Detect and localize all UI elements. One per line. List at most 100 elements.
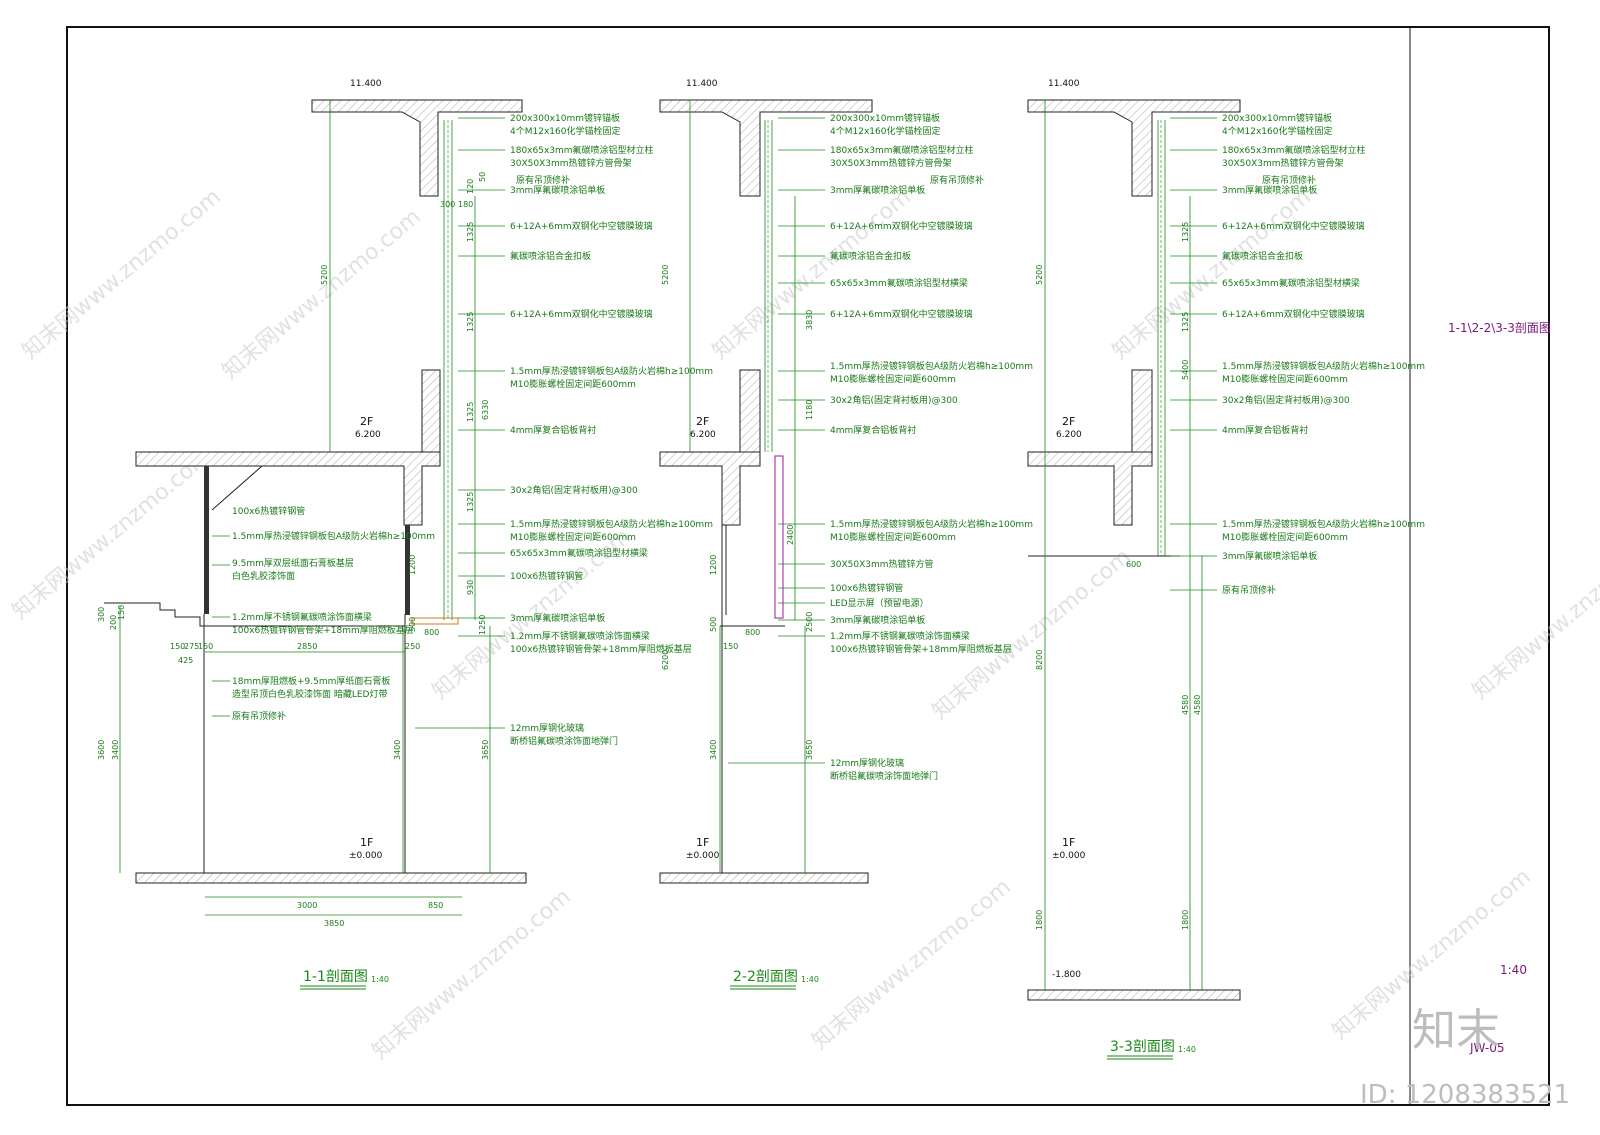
svg-text:3mm厚氟碳喷涂铝单板: 3mm厚氟碳喷涂铝单板 [830,184,925,196]
section-1-title: 1-1剖面图 [303,969,368,985]
svg-text:200x300x10mm镀锌锚板: 200x300x10mm镀锌锚板 [830,112,940,124]
svg-text:氟碳喷涂铝合金扣板: 氟碳喷涂铝合金扣板 [830,250,911,262]
svg-text:65x65x3mm氟碳喷涂铝型材横梁: 65x65x3mm氟碳喷涂铝型材横梁 [510,547,648,559]
level-top: 11.400 [350,79,382,89]
svg-text:4个M12x160化学锚栓固定: 4个M12x160化学锚栓固定 [510,125,620,137]
svg-text:6.200: 6.200 [690,430,716,440]
svg-text:150: 150 [170,642,185,651]
note: 200x300x10mm镀锌锚板 [510,112,620,124]
text-layer: 11.400 2F 6.200 1F ±0.000 11.400 2F 6.20… [97,79,1570,1110]
svg-text:1325: 1325 [1181,312,1190,332]
svg-text:180: 180 [458,200,473,209]
svg-text:2500: 2500 [805,612,814,632]
svg-text:知末网www.znzmo.com: 知末网www.znzmo.com [1468,524,1600,704]
svg-text:3400: 3400 [111,740,120,760]
svg-text:6+12A+6mm双钢化中空镀膜玻璃: 6+12A+6mm双钢化中空镀膜玻璃 [1222,308,1365,320]
svg-text:1325: 1325 [466,402,475,422]
svg-text:1F: 1F [696,836,709,849]
svg-text:知末网www.znzmo.com: 知末网www.znzmo.com [8,444,216,624]
svg-text:300: 300 [440,200,455,209]
svg-text:1:40: 1:40 [801,975,819,984]
svg-text:200: 200 [109,615,118,630]
svg-text:3mm厚氟碳喷涂铝单板: 3mm厚氟碳喷涂铝单板 [1222,184,1317,196]
svg-text:11.400: 11.400 [1048,79,1080,89]
svg-text:30x2角铝(固定背衬板用)@300: 30x2角铝(固定背衬板用)@300 [830,394,958,406]
svg-text:M10膨胀螺栓固定间距600mm: M10膨胀螺栓固定间距600mm [830,373,956,385]
svg-text:知末网www.znzmo.com: 知末网www.znzmo.com [368,884,576,1064]
svg-text:1200: 1200 [709,555,718,575]
svg-text:800: 800 [745,628,760,637]
svg-text:200x300x10mm镀锌锚板: 200x300x10mm镀锌锚板 [1222,112,1332,124]
svg-text:知末网www.znzmo.com: 知末网www.znzmo.com [708,184,916,364]
image-id-watermark: ID: 1208383521 [1360,1080,1570,1110]
section-2-2 [659,99,873,884]
svg-text:1.5mm厚热浸镀锌钢板包A级防火岩棉h≥100mm: 1.5mm厚热浸镀锌钢板包A级防火岩棉h≥100mm [1222,360,1425,372]
svg-text:50: 50 [478,172,487,182]
svg-text:150: 150 [198,642,213,651]
level-2f-label: 2F [360,415,373,428]
svg-text:1.2mm厚不锈钢氟碳喷涂饰面横梁: 1.2mm厚不锈钢氟碳喷涂饰面横梁 [830,630,970,642]
steel-post [204,466,209,614]
svg-text:知末网www.znzmo.com: 知末网www.znzmo.com [808,874,1016,1054]
svg-text:氟碳喷涂铝合金扣板: 氟碳喷涂铝合金扣板 [510,250,591,262]
1f-slab [135,872,527,884]
svg-text:30X50X3mm热镀锌方管骨架: 30X50X3mm热镀锌方管骨架 [510,157,632,169]
svg-text:100x6热镀锌钢管骨架+18mm厚阻燃板基层: 100x6热镀锌钢管骨架+18mm厚阻燃板基层 [510,643,692,655]
svg-text:5200: 5200 [1035,265,1044,285]
svg-text:4mm厚复合铝板背衬: 4mm厚复合铝板背衬 [510,424,596,436]
svg-text:2850: 2850 [297,642,317,651]
svg-text:原有吊顶修补: 原有吊顶修补 [1262,174,1316,186]
svg-text:氟碳喷涂铝合金扣板: 氟碳喷涂铝合金扣板 [1222,250,1303,262]
svg-text:4580: 4580 [1181,695,1190,715]
svg-text:8200: 8200 [1035,650,1044,670]
svg-text:1.5mm厚热浸镀锌钢板包A级防火岩棉h≥100mm: 1.5mm厚热浸镀锌钢板包A级防火岩棉h≥100mm [1222,518,1425,530]
outer-frame [66,26,1550,1106]
svg-text:1.5mm厚热浸镀锌钢板包A级防火岩棉h≥100mm: 1.5mm厚热浸镀锌钢板包A级防火岩棉h≥100mm [510,365,713,377]
svg-text:500: 500 [408,617,417,632]
svg-text:850: 850 [428,901,443,910]
svg-text:1325: 1325 [1181,222,1190,242]
drawing-number: JW-05 [1469,1041,1505,1055]
svg-text:1325: 1325 [466,222,475,242]
svg-text:6.200: 6.200 [1056,430,1082,440]
section-3-3 [1027,99,1241,1001]
svg-text:1.5mm厚热浸镀锌钢板包A级防火岩棉h≥100mm: 1.5mm厚热浸镀锌钢板包A级防火岩棉h≥100mm [510,518,713,530]
svg-text:150: 150 [117,605,126,620]
svg-text:30X50X3mm热镀锌方管: 30X50X3mm热镀锌方管 [830,558,934,570]
svg-text:3600: 3600 [97,740,106,760]
svg-text:3mm厚氟碳喷涂铝单板: 3mm厚氟碳喷涂铝单板 [1222,550,1317,562]
svg-text:180x65x3mm氟碳喷涂铝型材立柱: 180x65x3mm氟碳喷涂铝型材立柱 [830,144,974,156]
svg-text:1800: 1800 [1181,910,1190,930]
svg-text:4mm厚复合铝板背衬: 4mm厚复合铝板背衬 [1222,424,1308,436]
svg-text:6200: 6200 [661,650,670,670]
svg-text:造型吊顶白色乳胶漆饰面 暗藏LED灯带: 造型吊顶白色乳胶漆饰面 暗藏LED灯带 [232,688,388,700]
svg-text:6+12A+6mm双钢化中空镀膜玻璃: 6+12A+6mm双钢化中空镀膜玻璃 [510,308,653,320]
svg-text:3850: 3850 [324,919,344,928]
svg-text:250: 250 [405,642,420,651]
svg-text:11.400: 11.400 [686,79,718,89]
level-basement: -1.800 [1052,970,1081,980]
svg-text:5200: 5200 [320,265,329,285]
2f-slab [135,451,441,526]
section-2-title: 2-2剖面图 [733,969,798,985]
svg-text:65x65x3mm氟碳喷涂铝型材横梁: 65x65x3mm氟碳喷涂铝型材横梁 [830,277,968,289]
svg-text:±0.000: ±0.000 [1052,851,1086,861]
svg-text:425: 425 [178,656,193,665]
svg-text:3mm厚氟碳喷涂铝单板: 3mm厚氟碳喷涂铝单板 [510,612,605,624]
svg-text:M10膨胀螺栓固定间距600mm: M10膨胀螺栓固定间距600mm [510,531,636,543]
svg-text:300: 300 [97,607,106,622]
svg-text:3mm厚氟碳喷涂铝单板: 3mm厚氟碳喷涂铝单板 [830,614,925,626]
svg-text:100x6热镀锌钢管: 100x6热镀锌钢管 [232,505,305,517]
svg-text:1.2mm厚不锈钢氟碳喷涂饰面横梁: 1.2mm厚不锈钢氟碳喷涂饰面横梁 [510,630,650,642]
svg-text:2F: 2F [1062,415,1075,428]
svg-text:原有吊顶修补: 原有吊顶修补 [930,174,984,186]
svg-text:3400: 3400 [709,740,718,760]
svg-text:4580: 4580 [1193,695,1202,715]
svg-text:3650: 3650 [481,740,490,760]
svg-text:M10膨胀螺栓固定间距600mm: M10膨胀螺栓固定间距600mm [1222,531,1348,543]
svg-text:M10膨胀螺栓固定间距600mm: M10膨胀螺栓固定间距600mm [1222,373,1348,385]
steel-post [405,525,410,615]
svg-text:6+12A+6mm双钢化中空镀膜玻璃: 6+12A+6mm双钢化中空镀膜玻璃 [510,220,653,232]
svg-text:30X50X3mm热镀锌方管骨架: 30X50X3mm热镀锌方管骨架 [1222,157,1344,169]
svg-text:1250: 1250 [478,615,487,635]
